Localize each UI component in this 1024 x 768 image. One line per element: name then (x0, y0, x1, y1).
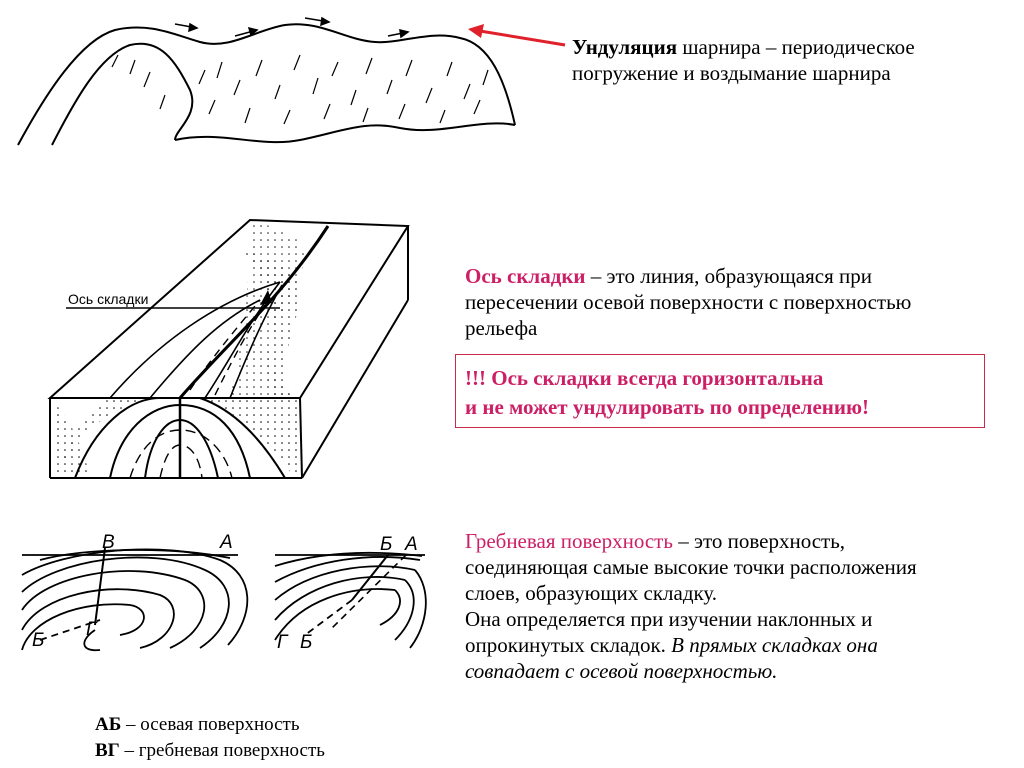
left-label-v: В (102, 530, 115, 556)
crest-line3: слоев, образующих складку. (465, 581, 717, 605)
crest-line5: опрокинутых складок. (465, 633, 671, 657)
right-label-g: Г (277, 630, 287, 656)
legend-vg-key: ВГ (95, 740, 120, 761)
crest-line6-italic: совпадает с осевой поверхностью. (465, 659, 777, 683)
crest-line1: – это поверхность, (673, 529, 845, 553)
right-label-a: А (405, 532, 418, 558)
legend-ab-text: – осевая поверхность (121, 714, 299, 735)
left-label-g: Г (86, 617, 96, 643)
legend: АБ – осевая поверхность ВГ – гребневая п… (95, 712, 325, 764)
right-label-b: Б (380, 532, 392, 558)
crest-line4: Она определяется при изучении наклонных … (465, 607, 872, 631)
right-label-b2: Б (300, 630, 312, 656)
crest-definition: Гребневая поверхность – это поверхность,… (465, 528, 917, 684)
legend-ab-key: АБ (95, 714, 121, 735)
crest-term: Гребневая поверхность (465, 529, 673, 553)
left-label-a: А (220, 530, 233, 556)
legend-vg-text: – гребневая поверхность (120, 740, 325, 761)
crest-line5-italic: В прямых складках она (671, 633, 878, 657)
left-label-b: Б (32, 628, 44, 654)
crest-line2: соединяющая самые высокие точки располож… (465, 555, 917, 579)
